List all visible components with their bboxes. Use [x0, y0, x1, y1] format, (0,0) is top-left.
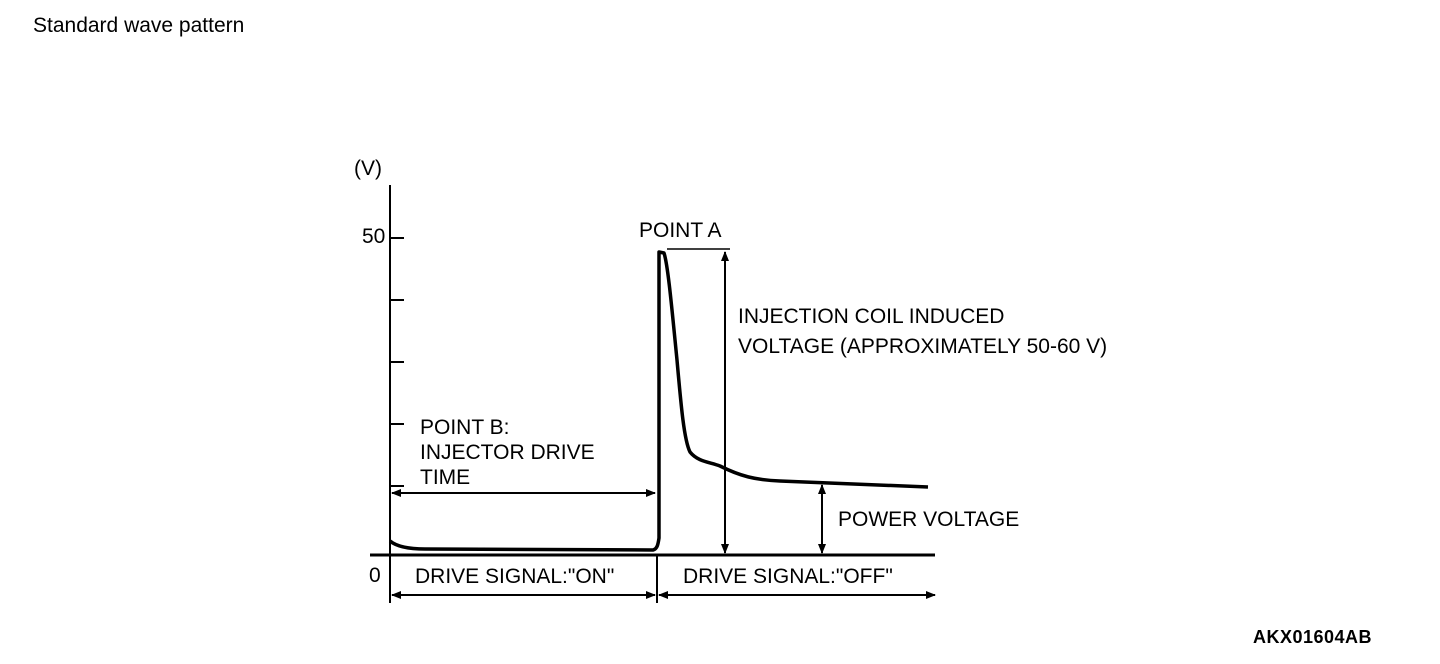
y-ticks	[390, 237, 404, 487]
figure-id: AKX01604AB	[1253, 627, 1373, 647]
point-b-label-line2: INJECTOR DRIVE	[420, 441, 595, 464]
y-axis-unit-label: (V)	[354, 157, 382, 180]
point-a-label: POINT A	[639, 219, 721, 242]
induced-voltage-label-line1: INJECTION COIL INDUCED	[738, 305, 1004, 328]
page-title: Standard wave pattern	[33, 14, 245, 37]
y-tick-label-50: 50	[362, 225, 385, 248]
point-b-label-line3: TIME	[420, 466, 470, 489]
power-voltage-label: POWER VOLTAGE	[838, 508, 1019, 531]
point-b-label-line1: POINT B:	[420, 416, 509, 439]
drive-signal-off-label: DRIVE SIGNAL:"OFF"	[683, 565, 893, 588]
drive-signal-on-label: DRIVE SIGNAL:"ON"	[415, 565, 614, 588]
induced-voltage-label-line2: VOLTAGE (APPROXIMATELY 50-60 V)	[738, 335, 1107, 358]
origin-label: 0	[369, 564, 381, 587]
voltage-waveform	[388, 250, 929, 552]
